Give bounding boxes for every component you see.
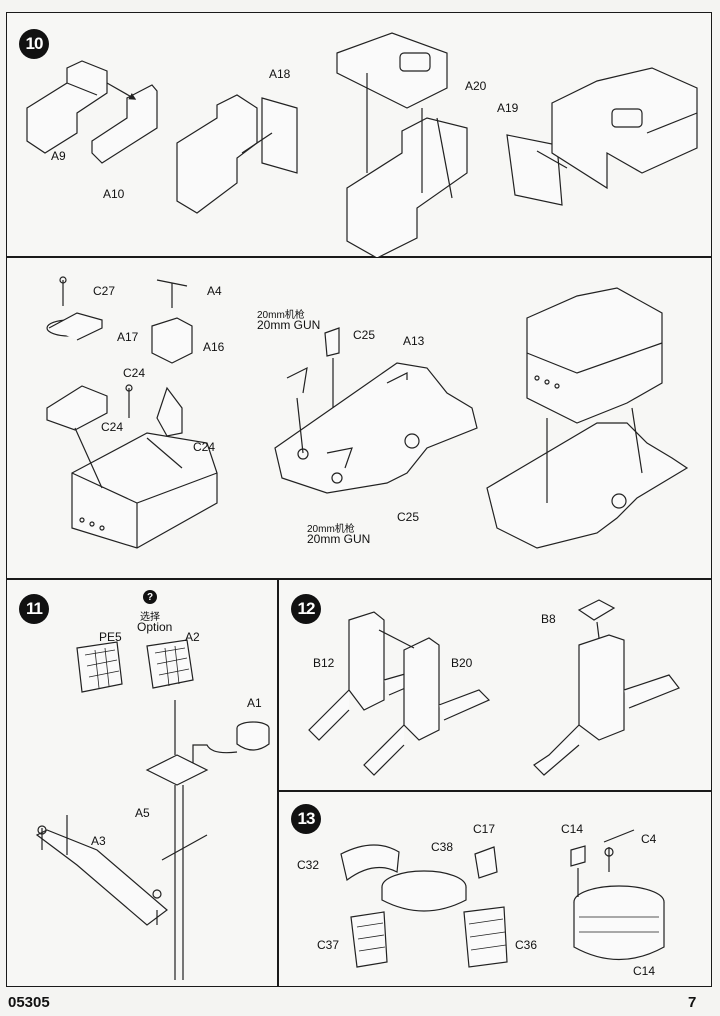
part-label-c24-right: C24 xyxy=(193,440,216,454)
step-number-badge: 13 xyxy=(291,804,321,834)
part-label-c38: C38 xyxy=(431,840,454,854)
part-label-a18: A18 xyxy=(269,67,291,81)
step-12-panel: 12 B12 B20 B8 xyxy=(278,579,712,791)
step-10-panel: 10 xyxy=(6,12,712,259)
option-label-cn: 选择 xyxy=(140,612,160,623)
part-label-a5: A5 xyxy=(135,806,150,820)
part-label-c17: C17 xyxy=(473,822,496,836)
part-label-c37: C37 xyxy=(317,938,340,952)
part-label-c24-left: C24 xyxy=(101,420,124,434)
part-label-pe5: PE5 xyxy=(99,630,122,644)
step-10-continued-panel: C27 A4 A17 A16 C24 C24 C24 20mm机枪 20mm G… xyxy=(6,257,712,579)
part-label-a9: A9 xyxy=(51,149,66,163)
part-label-c4: C4 xyxy=(641,832,657,846)
page-number: 7 xyxy=(688,994,697,1011)
gun-label-cn-top: 20mm机枪 xyxy=(257,310,305,321)
part-label-b8: B8 xyxy=(541,612,556,626)
part-label-a10: A10 xyxy=(103,187,125,201)
part-label-a17: A17 xyxy=(117,330,139,344)
part-label-c27: C27 xyxy=(93,284,116,298)
step-12-tripod-drawing xyxy=(308,599,680,776)
part-label-c14-top: C14 xyxy=(561,822,584,836)
step-number-badge: 11 xyxy=(19,594,49,624)
part-label-a2: A2 xyxy=(185,630,200,644)
gun-label-cn-bottom: 20mm机枪 xyxy=(307,524,355,535)
gun-label-en-top: 20mm GUN xyxy=(257,318,321,332)
part-label-c25-top: C25 xyxy=(353,328,376,342)
part-label-a19: A19 xyxy=(497,101,519,115)
part-label-c32: C32 xyxy=(297,858,320,872)
part-label-b12: B12 xyxy=(313,656,335,670)
part-label-c25-bottom: C25 xyxy=(397,510,420,524)
step-11-mast-drawing xyxy=(35,639,270,980)
part-label-c36: C36 xyxy=(515,938,538,952)
option-label-en: Option xyxy=(137,620,173,634)
question-icon: ? xyxy=(143,590,157,604)
part-label-a13: A13 xyxy=(403,334,425,348)
part-label-a3: A3 xyxy=(91,834,106,848)
part-label-a20: A20 xyxy=(465,79,487,93)
step-11-panel: 11 ? 选择 Option PE5 A2 A1 A5 A3 xyxy=(6,579,278,987)
product-code: 05305 xyxy=(8,994,50,1011)
part-label-c24-top: C24 xyxy=(123,366,146,380)
part-label-b20: B20 xyxy=(451,656,473,670)
step-number-badge: 10 xyxy=(19,29,49,59)
part-label-a4: A4 xyxy=(207,284,222,298)
step-13-gun-tub-drawing xyxy=(340,829,665,968)
step-10-gun-deck-drawing xyxy=(46,276,689,549)
gun-label-en-bottom: 20mm GUN xyxy=(307,532,371,546)
part-label-c14-bottom: C14 xyxy=(633,964,656,978)
part-label-a1: A1 xyxy=(247,696,262,710)
step-number-badge: 12 xyxy=(291,594,321,624)
step-10-assembly-drawing xyxy=(26,32,698,259)
part-label-a16: A16 xyxy=(203,340,225,354)
step-13-panel: 13 C32 C38 C17 xyxy=(278,791,712,987)
